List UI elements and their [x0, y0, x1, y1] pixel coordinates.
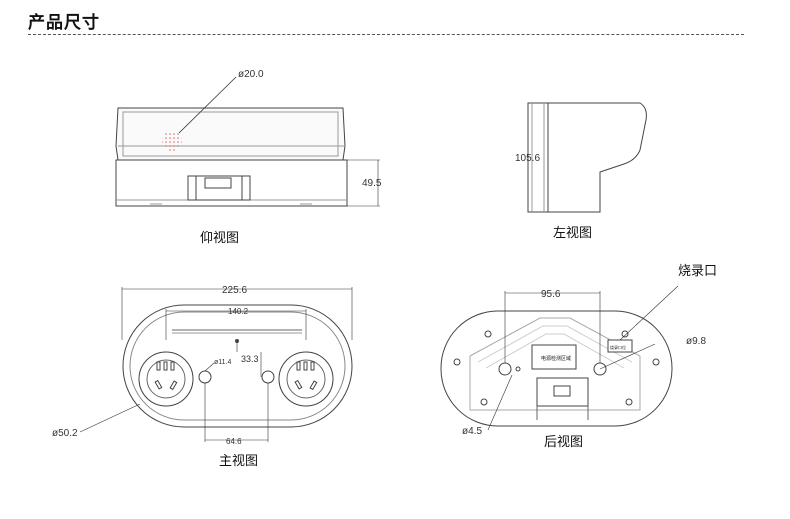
dim-back-small-hole: ø4.5 — [462, 426, 482, 437]
dim-body-height: 49.5 — [362, 178, 382, 189]
dim-front-inner: 140.2 — [228, 307, 249, 316]
dim-front-outlet: ø50.2 — [52, 428, 78, 439]
burn-port-position-text: 烧录口位 — [610, 344, 626, 350]
dim-left-height: 105.6 — [515, 153, 540, 164]
left-view-label: 左视图 — [553, 226, 592, 241]
power-detect-area-text: 电源检测区域 — [541, 355, 571, 362]
bottom-view-label: 仰视图 — [200, 231, 239, 246]
dim-back-hole: ø9.8 — [686, 336, 706, 347]
header-divider — [28, 34, 744, 35]
dim-front-width: 225.6 — [222, 285, 247, 296]
dim-front-spacing: 64.6 — [226, 437, 242, 446]
front-view — [79, 287, 353, 442]
dim-front-offset: 33.3 — [241, 354, 259, 364]
dim-hole-diameter: ø20.0 — [238, 69, 264, 80]
front-view-label: 主视图 — [219, 454, 258, 469]
bottom-view — [115, 76, 380, 207]
back-view-label: 后视图 — [544, 435, 583, 450]
left-view — [527, 102, 647, 213]
dim-front-small-hole: ø11.4 — [214, 359, 231, 366]
dim-back-spacing: 95.6 — [541, 289, 561, 300]
burn-port-label: 烧录口 — [678, 264, 717, 279]
back-view — [440, 285, 679, 431]
page-title: 产品尺寸 — [28, 13, 100, 33]
